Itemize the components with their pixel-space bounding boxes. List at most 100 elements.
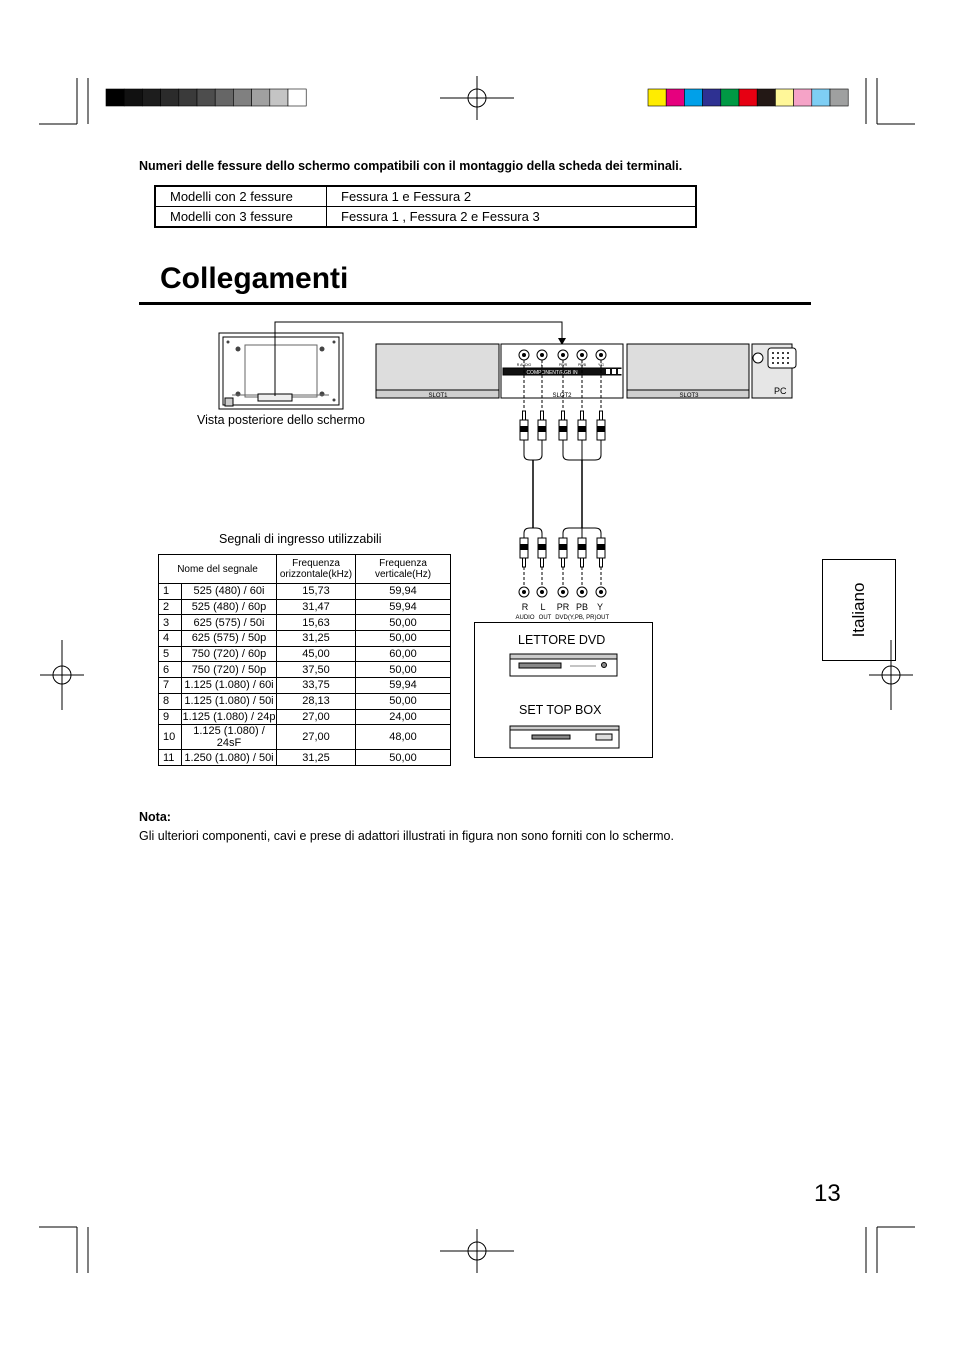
row-num: 7 [158,677,182,694]
page-title: Collegamenti [160,262,349,295]
jack-center [599,590,603,594]
freq-v: 50,00 [355,692,451,709]
rca-plug-tip [580,410,584,421]
rca-plug-band [520,544,528,550]
stb-label: SET TOP BOX [519,703,602,717]
freq-v: 60,00 [355,645,451,662]
freq-v: 50,00 [355,630,451,647]
out-label-y: Y [597,602,603,612]
out-label-out: OUT [539,615,552,621]
slot-label: SLOT3 [679,393,699,399]
signal-name: 1.250 (1.080) / 50i [181,749,277,766]
freq-h: 27,00 [276,708,356,725]
jack-center [580,590,584,594]
signal-name: 1.125 (1.080) / 60i [181,677,277,694]
jack-center [540,590,544,594]
row-num: 5 [158,645,182,662]
signal-name: 525 (480) / 60p [181,598,277,615]
vga-connector [752,347,797,369]
gray-swatch [287,88,307,107]
rca-plug-tip [540,557,544,568]
rca-plug-band [578,544,586,550]
out-label-pbpr: PB, PR)OUT [575,615,610,621]
signal-name: 1.125 (1.080) / 50i [181,692,277,709]
rca-plug-band [597,544,605,550]
out-label-l: L [540,602,545,612]
rca-plug-band [559,544,567,550]
slot-label: SLOT2 [552,393,572,399]
freq-v: 59,94 [355,598,451,615]
rca-plug-band [578,426,586,432]
jack-center [540,353,544,357]
display-rear-view [218,332,344,410]
freq-h: 27,00 [276,724,356,750]
table-row: Modelli con 3 fessure Fessura 1 , Fessur… [154,206,697,228]
out-label-pr: PR [557,602,570,612]
freq-h: 33,75 [276,677,356,694]
rca-plug-tip [561,557,565,568]
freq-v: 59,94 [355,677,451,694]
rca-plug-band [559,426,567,432]
freq-v: 48,00 [355,724,451,750]
table-header: Frequenza verticale(Hz) [355,554,451,584]
freq-h: 15,73 [276,583,356,600]
row-num: 3 [158,614,182,631]
freq-h: 31,25 [276,630,356,647]
rca-plug-band [597,426,605,432]
jack-center [561,590,565,594]
jack-center [561,353,565,357]
row-num: 1 [158,583,182,600]
freq-h: 28,13 [276,692,356,709]
rca-plug-band [520,426,528,432]
table-cell: Modelli con 3 fessure [154,206,327,228]
table-row: Modelli con 2 fessure Fessura 1 e Fessur… [154,185,697,207]
freq-h: 15,63 [276,614,356,631]
slot-label: SLOT1 [428,393,448,399]
table-cell: Fessura 1 , Fessura 2 e Fessura 3 [326,206,697,228]
rear-view-label: Vista posteriore dello schermo [197,413,365,427]
jack-center [522,353,526,357]
signal-name: 1.125 (1.080) / 24sF [181,724,277,750]
color-swatch [829,88,849,107]
rca-plug-tip [540,410,544,421]
device-box [474,622,653,758]
out-label-r: R [522,602,529,612]
out-label-dvdy: DVD(Y, [555,615,575,621]
signal-name: 625 (575) / 50i [181,614,277,631]
set-top-box-icon [509,725,620,749]
jack-center [522,590,526,594]
freq-v: 50,00 [355,661,451,678]
slot-table: Modelli con 2 fessure Fessura 1 e Fessur… [154,185,697,228]
dvd-player-icon [509,653,618,677]
panel-indicator [618,369,622,374]
signal-name: 750 (720) / 50p [181,661,277,678]
freq-h: 45,00 [276,645,356,662]
signal-name: 1.125 (1.080) / 24p [181,708,277,725]
row-num: 2 [158,598,182,615]
out-label-audio: AUDIO [515,615,534,621]
cable-audio [523,527,543,538]
panel-indicator [606,369,610,374]
table-header: Frequenza orizzontale(kHz) [276,554,356,584]
table-header: Nome del segnale [158,554,277,584]
dvd-label: LETTORE DVD [518,633,606,647]
title-rule [139,302,811,305]
cable-video [562,527,602,538]
row-num: 4 [158,630,182,647]
signal-name: 525 (480) / 60i [181,583,277,600]
row-num: 8 [158,692,182,709]
rca-plug-band [538,426,546,432]
jack-center [599,353,603,357]
row-num: 11 [158,749,182,766]
